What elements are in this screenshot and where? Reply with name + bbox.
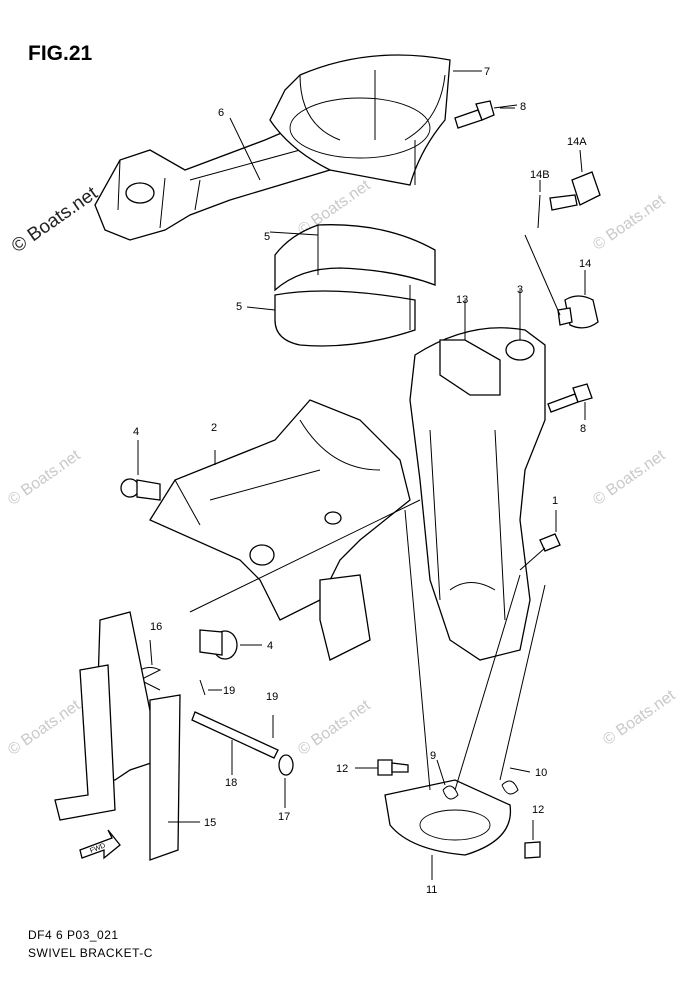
clamp-sleeve-part-7	[269, 54, 451, 186]
bolt-part-12-left	[355, 759, 409, 776]
part-label: 8	[580, 423, 586, 435]
part-label: 6	[218, 107, 224, 119]
shaft-part-18	[191, 711, 279, 775]
grease-fitting-part-1	[519, 510, 561, 571]
part-labels: 6 7 8 14A 14B 5 14 5 13 3 8 4 2 1 16 4 1…	[133, 66, 591, 896]
diagram-code: DF4 6 P03_021	[28, 928, 119, 942]
part-label: 14A	[567, 136, 587, 148]
washer-part-17	[278, 754, 294, 808]
part-label: 10	[535, 767, 547, 779]
part-label: 8	[520, 101, 526, 113]
bushing-part-5	[269, 224, 436, 292]
spring-part-16	[138, 639, 162, 691]
part-label: 14	[579, 258, 591, 270]
bolt-part-8-upper	[454, 100, 518, 129]
screw-part-14A	[549, 149, 601, 211]
part-label: 13	[456, 294, 468, 306]
part-label: 12	[336, 763, 348, 775]
part-label: 1	[552, 495, 558, 507]
part-label: 19	[223, 685, 235, 697]
part-label: 17	[278, 811, 290, 823]
part-label: 19	[266, 691, 278, 703]
figure-title: FIG.21	[28, 42, 93, 65]
part-label: 16	[150, 621, 162, 633]
spring-part-9	[436, 759, 459, 800]
part-label: 11	[426, 884, 437, 896]
diagram-name: SWIVEL BRACKET-C	[28, 946, 153, 960]
bolt-part-12-right	[524, 820, 541, 859]
part-label: 3	[517, 284, 523, 296]
leader-lines	[189, 70, 546, 791]
spring-part-10	[501, 767, 531, 795]
part-label: 5	[264, 231, 270, 243]
plate-part-11	[384, 779, 512, 880]
bushing-part-4-upper	[120, 440, 161, 501]
bushing-part-4-lower	[199, 629, 262, 660]
swivel-bracket-part-13	[409, 290, 546, 661]
part-label: 15	[204, 817, 216, 829]
clamp-bracket-part-2	[149, 399, 411, 661]
part-label: 4	[267, 640, 273, 652]
part-label: 9	[430, 750, 436, 762]
pin-part-14B	[537, 180, 541, 229]
knob-part-14	[524, 234, 599, 329]
upper-clamp-part-6	[94, 124, 331, 241]
part-label: 12	[532, 804, 544, 816]
part-label: 2	[211, 422, 217, 434]
part-label: 7	[484, 66, 490, 78]
part-label: 4	[133, 426, 139, 438]
pin-part-19a	[199, 679, 222, 696]
tilt-lever-part-15	[54, 611, 200, 861]
part-label: 5	[236, 301, 242, 313]
part-label: 14B	[530, 169, 550, 181]
part-label: 18	[225, 777, 237, 789]
fwd-arrow-icon: FWD	[79, 829, 121, 860]
bolt-part-8-lower	[547, 383, 593, 420]
bushing-part-5-lower	[246, 285, 416, 347]
